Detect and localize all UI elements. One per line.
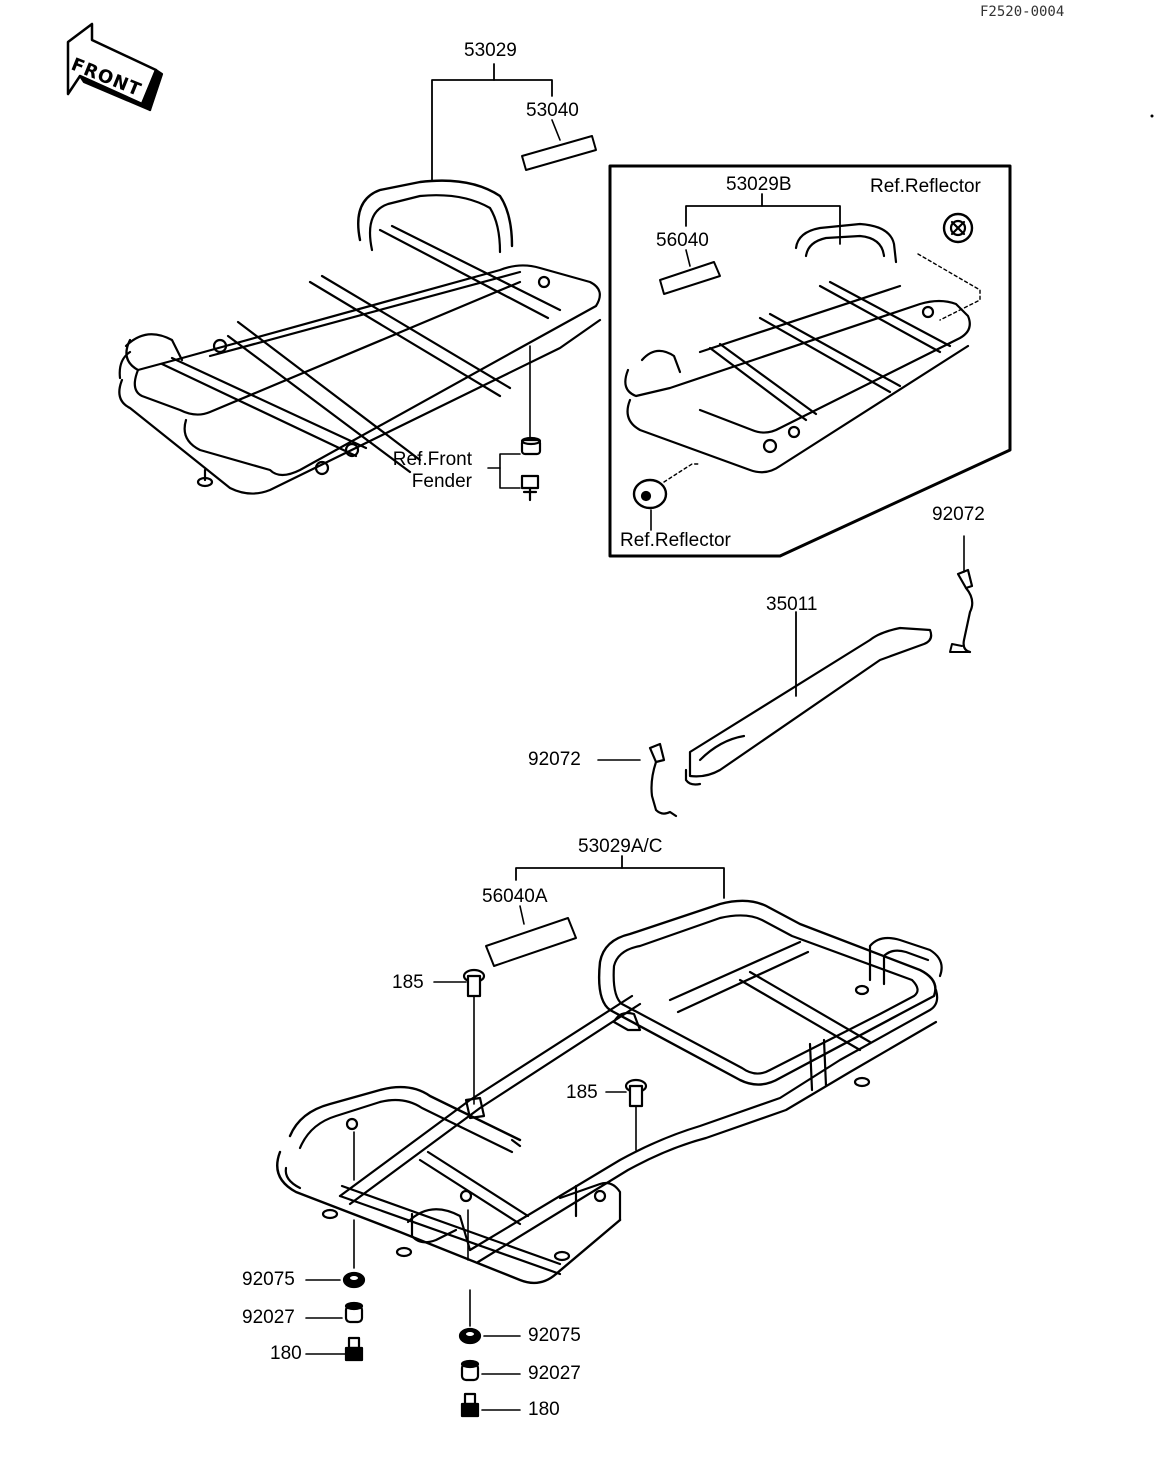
label-ref-front-fender: Ref.Front Fender [376, 449, 472, 493]
reflector-bottom-icon [632, 478, 668, 510]
fender-nut-icon [520, 436, 542, 456]
label-bolt-180-right: 180 [528, 1399, 560, 1420]
label-reflector-top: Ref.Reflector [870, 176, 981, 197]
label-reflector-bottom: Ref.Reflector [620, 530, 731, 551]
label-nut-92027-left: 92027 [242, 1307, 295, 1328]
nut-left-icon [344, 1301, 364, 1324]
fender-bolt-icon [520, 474, 540, 502]
label-band-92072-top: 92072 [932, 504, 985, 525]
rear-rack-53029AC [276, 855, 943, 1327]
label-ref-front: Ref.Front [392, 449, 472, 470]
washer-right-icon [458, 1327, 482, 1345]
label-decal-56040A: 56040A [482, 886, 548, 907]
figure-code: F2520-0004 [980, 4, 1065, 20]
front-rack-53029 [118, 63, 602, 502]
bolt-185-b-icon [624, 1078, 648, 1151]
label-band-92072-bottom: 92072 [528, 749, 581, 770]
label-decal-53040: 53040 [526, 100, 579, 121]
bolt-180-left-icon [344, 1336, 364, 1362]
label-bolt-185-a: 185 [392, 972, 424, 993]
fasteners-left [305, 1271, 366, 1362]
front-decal-53040 [521, 135, 597, 171]
nut-right-icon [460, 1359, 480, 1382]
label-fender: Fender [411, 471, 472, 492]
label-bolt-185-b: 185 [566, 1082, 598, 1103]
label-decal-56040: 56040 [656, 230, 709, 251]
band-92072-top [949, 535, 974, 654]
washer-left-icon [342, 1271, 366, 1289]
label-washer-92075-right: 92075 [528, 1325, 581, 1346]
fasteners-right [458, 1327, 521, 1418]
variant-box-53029B [608, 164, 1012, 558]
bar-35011 [684, 611, 933, 786]
label-rack-53029B: 53029B [726, 174, 792, 195]
bolt-185-a-icon [462, 968, 486, 1105]
label-bolt-180-left: 180 [270, 1343, 302, 1364]
rear-decal-56040A [485, 917, 577, 967]
reflector-top-icon [942, 212, 974, 244]
label-rack-53029AC: 53029A/C [578, 836, 663, 857]
label-washer-92075-left: 92075 [242, 1269, 295, 1290]
decal-56040 [659, 261, 721, 295]
label-rack-53029: 53029 [464, 40, 517, 61]
band-92072-bottom [597, 742, 678, 818]
label-nut-92027-right: 92027 [528, 1363, 581, 1384]
front-arrow-icon [66, 22, 164, 112]
bolt-180-right-icon [460, 1392, 480, 1418]
label-bar-35011: 35011 [766, 594, 818, 615]
